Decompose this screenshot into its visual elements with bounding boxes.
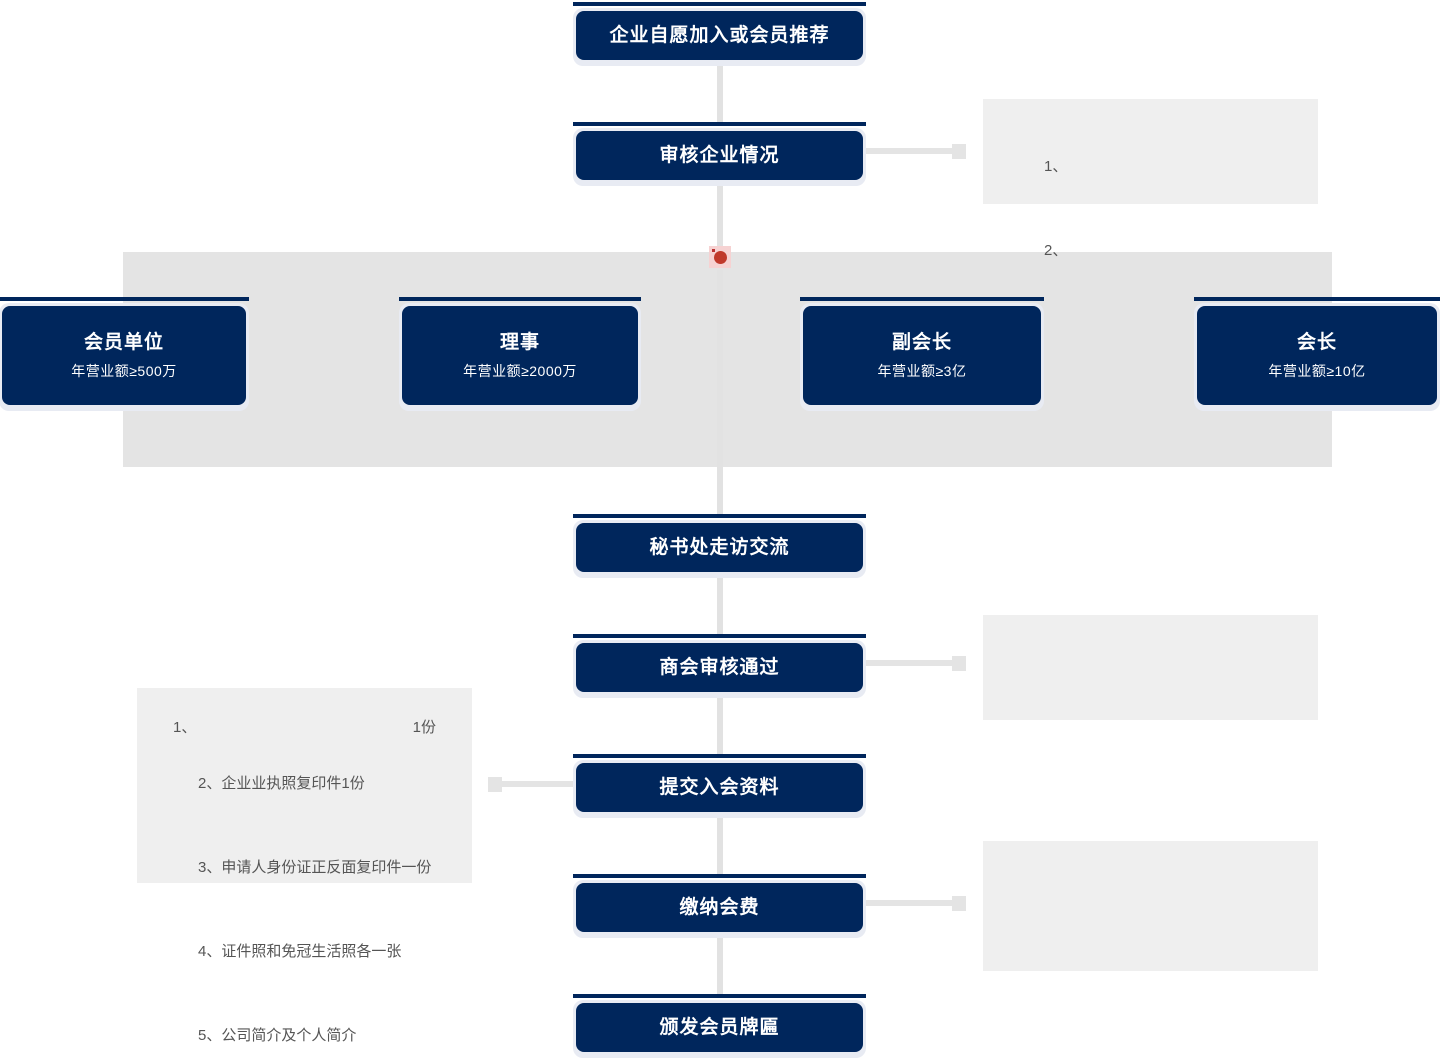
tier-title: 会长 bbox=[1296, 331, 1337, 353]
tier-card-vice-chair[interactable]: 副会长 年营业额≥3亿 bbox=[800, 297, 1044, 411]
connector-visit-to-approved bbox=[717, 578, 723, 634]
node-accent-bar bbox=[399, 297, 641, 301]
note-line-number: 2、 bbox=[198, 775, 222, 792]
note-line-text: 证件照和免冠生活照各一张 bbox=[221, 943, 402, 960]
connector-cap-materials bbox=[488, 777, 502, 792]
node-accent-bar bbox=[573, 634, 866, 638]
node-accent-bar bbox=[573, 122, 866, 126]
tier-requirement: 年营业额≥2000万 bbox=[463, 362, 577, 379]
node-accent-bar bbox=[573, 994, 866, 998]
connector-review-to-tiers bbox=[717, 186, 723, 258]
connector-join-to-review bbox=[717, 66, 723, 124]
note-line-number: 1、 bbox=[1044, 158, 1068, 175]
flow-node-plaque[interactable]: 颁发会员牌匾 bbox=[573, 994, 866, 1058]
note-line-text: 申请人身份证正反面复印件一份 bbox=[221, 859, 432, 876]
node-body: 秘书处走访交流 bbox=[576, 523, 863, 572]
node-body: 商会审核通过 bbox=[576, 643, 863, 692]
connector-fee-to-note bbox=[866, 900, 966, 906]
note-line-tail: 1份 bbox=[412, 719, 436, 736]
marker-dot-icon bbox=[713, 250, 727, 264]
flow-node-title: 审核企业情况 bbox=[659, 144, 780, 166]
node-body: 会员单位 年营业额≥500万 bbox=[2, 306, 246, 405]
note-panel-materials: 1、 1份 2、企业业执照复印件1份 3、申请人身份证正反面复印件一份 4、证件… bbox=[137, 688, 472, 1044]
node-accent-bar bbox=[573, 514, 866, 518]
node-accent-bar bbox=[573, 754, 866, 758]
connector-cap-fee bbox=[952, 896, 966, 911]
flow-node-title: 秘书处走访交流 bbox=[649, 536, 790, 558]
note-line: 3、申请人身份证正反面复印件一份 bbox=[173, 826, 436, 910]
tier-title: 理事 bbox=[499, 331, 540, 353]
note-line-number: 1、 bbox=[173, 719, 197, 736]
note-line-number: 2、 bbox=[1044, 242, 1068, 259]
note-line: 2、企业业执照复印件1份 bbox=[173, 742, 436, 826]
connector-tiers-to-visit bbox=[717, 462, 723, 518]
tier-title: 副会长 bbox=[891, 331, 952, 353]
note-line-text: 公司简介及个人简介 bbox=[221, 1027, 357, 1044]
note-line-number: 5、 bbox=[198, 1027, 222, 1044]
node-accent-bar bbox=[800, 297, 1044, 301]
note-line-number: 4、 bbox=[198, 943, 222, 960]
node-body: 提交入会资料 bbox=[576, 763, 863, 812]
flow-node-fee[interactable]: 缴纳会费 bbox=[573, 874, 866, 938]
note-line-text: 企业业执照复印件1份 bbox=[221, 775, 365, 792]
flow-node-submit[interactable]: 提交入会资料 bbox=[573, 754, 866, 818]
connector-cap-approved bbox=[952, 656, 966, 671]
note-line: 1、 bbox=[1019, 125, 1282, 209]
flow-node-title: 缴纳会费 bbox=[679, 896, 760, 918]
tier-card-member[interactable]: 会员单位 年营业额≥500万 bbox=[0, 297, 249, 411]
node-body: 理事 年营业额≥2000万 bbox=[402, 306, 638, 405]
connector-approved-to-note bbox=[866, 660, 966, 666]
connector-materials-to-submit bbox=[490, 781, 580, 787]
flow-node-visit[interactable]: 秘书处走访交流 bbox=[573, 514, 866, 578]
note-line: 1、 1份 bbox=[173, 714, 436, 742]
flow-node-join[interactable]: 企业自愿加入或会员推荐 bbox=[573, 2, 866, 66]
note-line: 5、公司简介及个人简介 bbox=[173, 994, 436, 1062]
tier-card-chairman[interactable]: 会长 年营业额≥10亿 bbox=[1194, 297, 1440, 411]
flow-node-title: 商会审核通过 bbox=[659, 656, 780, 678]
note-line-number: 3、 bbox=[198, 859, 222, 876]
tier-requirement: 年营业额≥3亿 bbox=[877, 362, 967, 379]
tier-card-director[interactable]: 理事 年营业额≥2000万 bbox=[399, 297, 641, 411]
tier-marker-icon[interactable] bbox=[709, 246, 731, 268]
connector-approved-to-submit bbox=[717, 698, 723, 754]
node-body: 企业自愿加入或会员推荐 bbox=[576, 11, 863, 60]
flow-node-title: 颁发会员牌匾 bbox=[659, 1016, 780, 1038]
note-panel-fee bbox=[983, 841, 1318, 971]
note-line: 2、 bbox=[1019, 209, 1282, 293]
connector-cap-review bbox=[952, 144, 966, 159]
tier-requirement: 年营业额≥500万 bbox=[71, 362, 177, 379]
node-accent-bar bbox=[573, 874, 866, 878]
node-body: 缴纳会费 bbox=[576, 883, 863, 932]
flow-node-title: 企业自愿加入或会员推荐 bbox=[609, 24, 830, 46]
flow-node-approved[interactable]: 商会审核通过 bbox=[573, 634, 866, 698]
node-body: 颁发会员牌匾 bbox=[576, 1003, 863, 1052]
note-line: 4、证件照和免冠生活照各一张 bbox=[173, 910, 436, 994]
node-body: 会长 年营业额≥10亿 bbox=[1197, 306, 1437, 405]
connector-review-to-note bbox=[866, 148, 966, 154]
note-panel-review: 1、 2、 bbox=[983, 99, 1318, 259]
node-accent-bar bbox=[1194, 297, 1440, 301]
node-accent-bar bbox=[573, 2, 866, 6]
node-accent-bar bbox=[0, 297, 249, 301]
node-body: 审核企业情况 bbox=[576, 131, 863, 180]
flow-node-title: 提交入会资料 bbox=[659, 776, 780, 798]
connector-tiers-internal bbox=[717, 270, 723, 470]
tier-band-background bbox=[123, 252, 1332, 467]
note-panel-approved bbox=[983, 615, 1318, 720]
node-body: 副会长 年营业额≥3亿 bbox=[803, 306, 1041, 405]
tier-title: 会员单位 bbox=[83, 331, 164, 353]
marker-pin-icon bbox=[712, 249, 715, 252]
connector-fee-to-plaque bbox=[717, 938, 723, 994]
flow-node-review[interactable]: 审核企业情况 bbox=[573, 122, 866, 186]
tier-requirement: 年营业额≥10亿 bbox=[1268, 362, 1366, 379]
connector-submit-to-fee bbox=[717, 818, 723, 874]
